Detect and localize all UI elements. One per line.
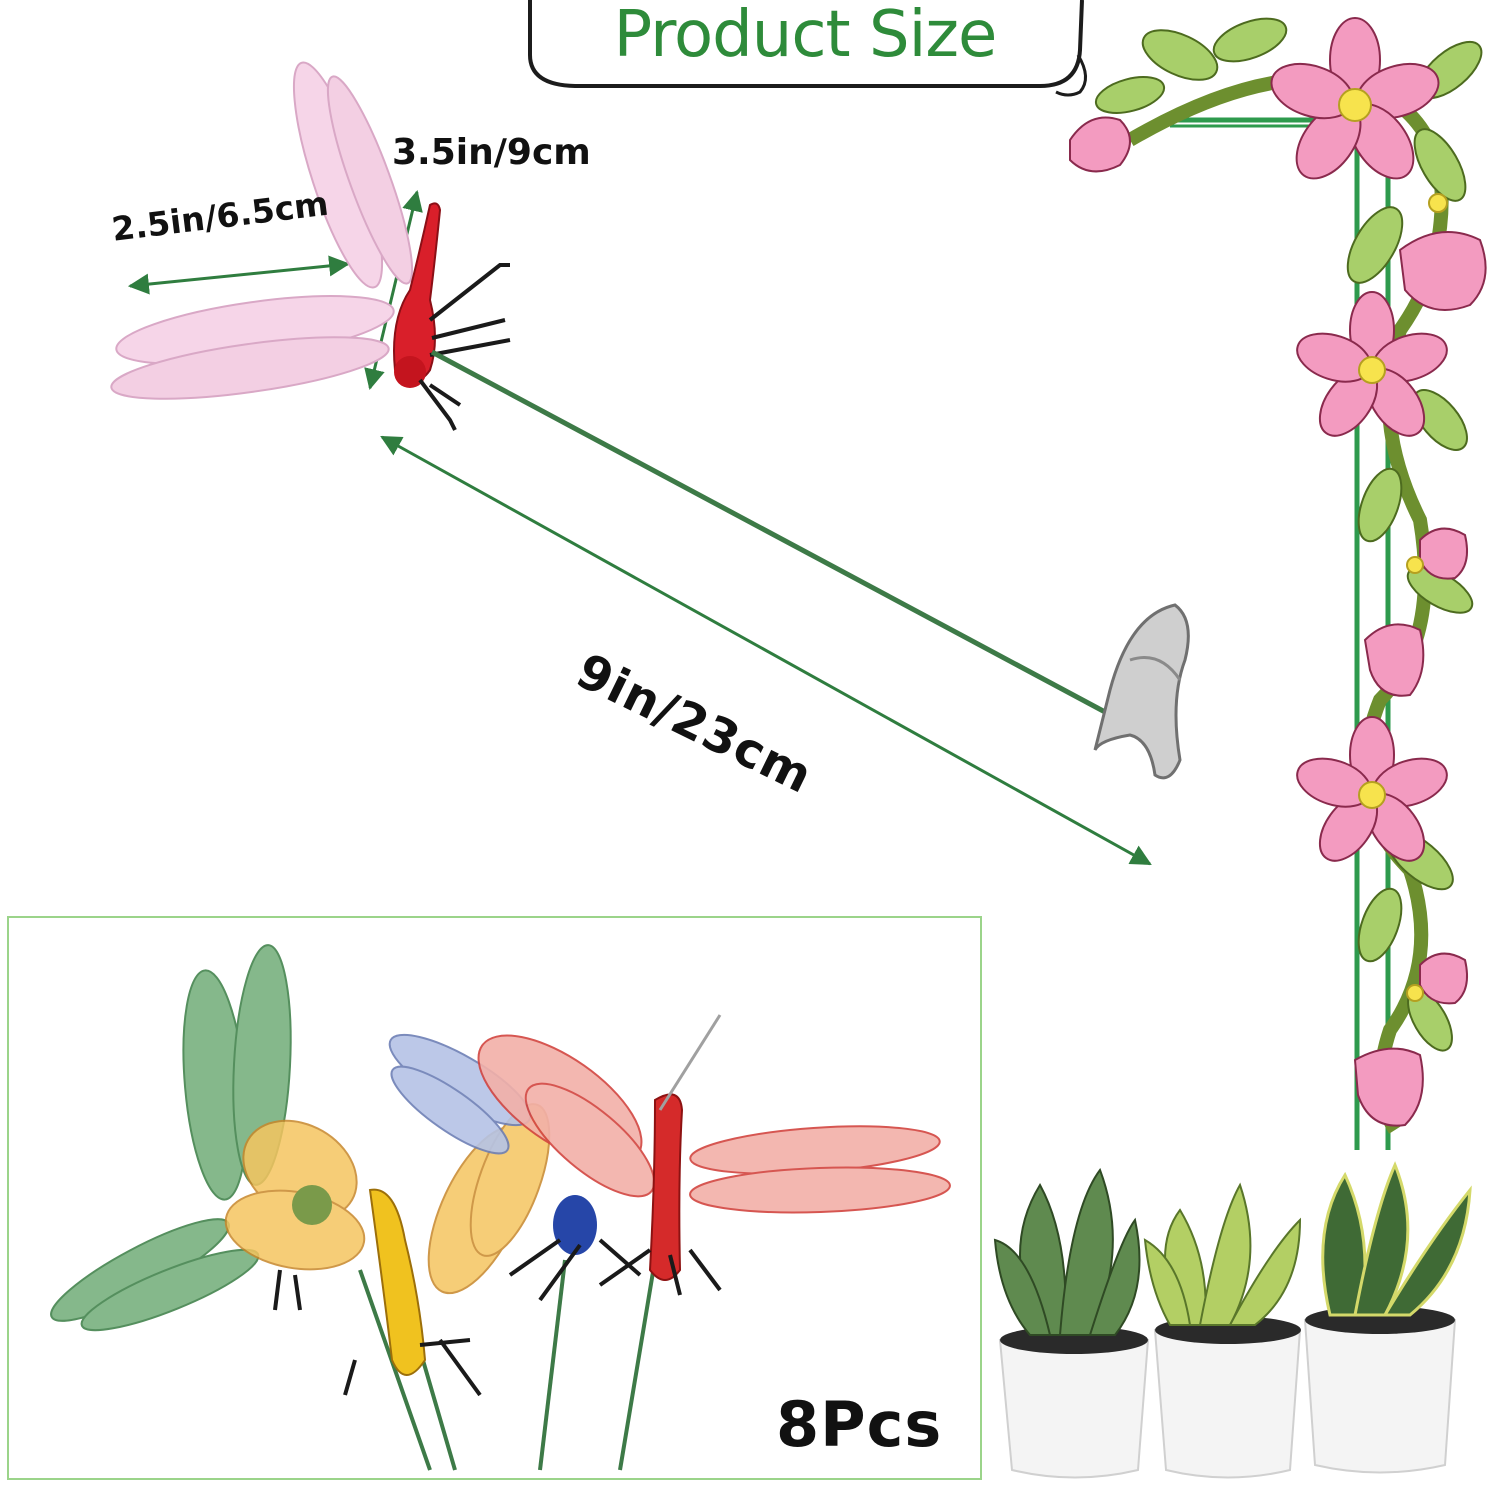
red-dragonfly-illustration (110, 61, 511, 431)
pack-count-label: 8Pcs (776, 1388, 943, 1461)
potted-plants-illustration (993, 1161, 1472, 1479)
banner-title: Product Size (613, 0, 998, 72)
dragonfly-group-illustration (50, 944, 951, 1471)
wingspan-dimension-label: 3.5in/9cm (392, 132, 591, 173)
measurement-arrows (127, 189, 1152, 866)
product-photo-frame (7, 916, 982, 1480)
title-banner (528, 0, 1087, 97)
stake-and-clip (430, 349, 1190, 780)
flower-vine-border (1069, 17, 1487, 1150)
